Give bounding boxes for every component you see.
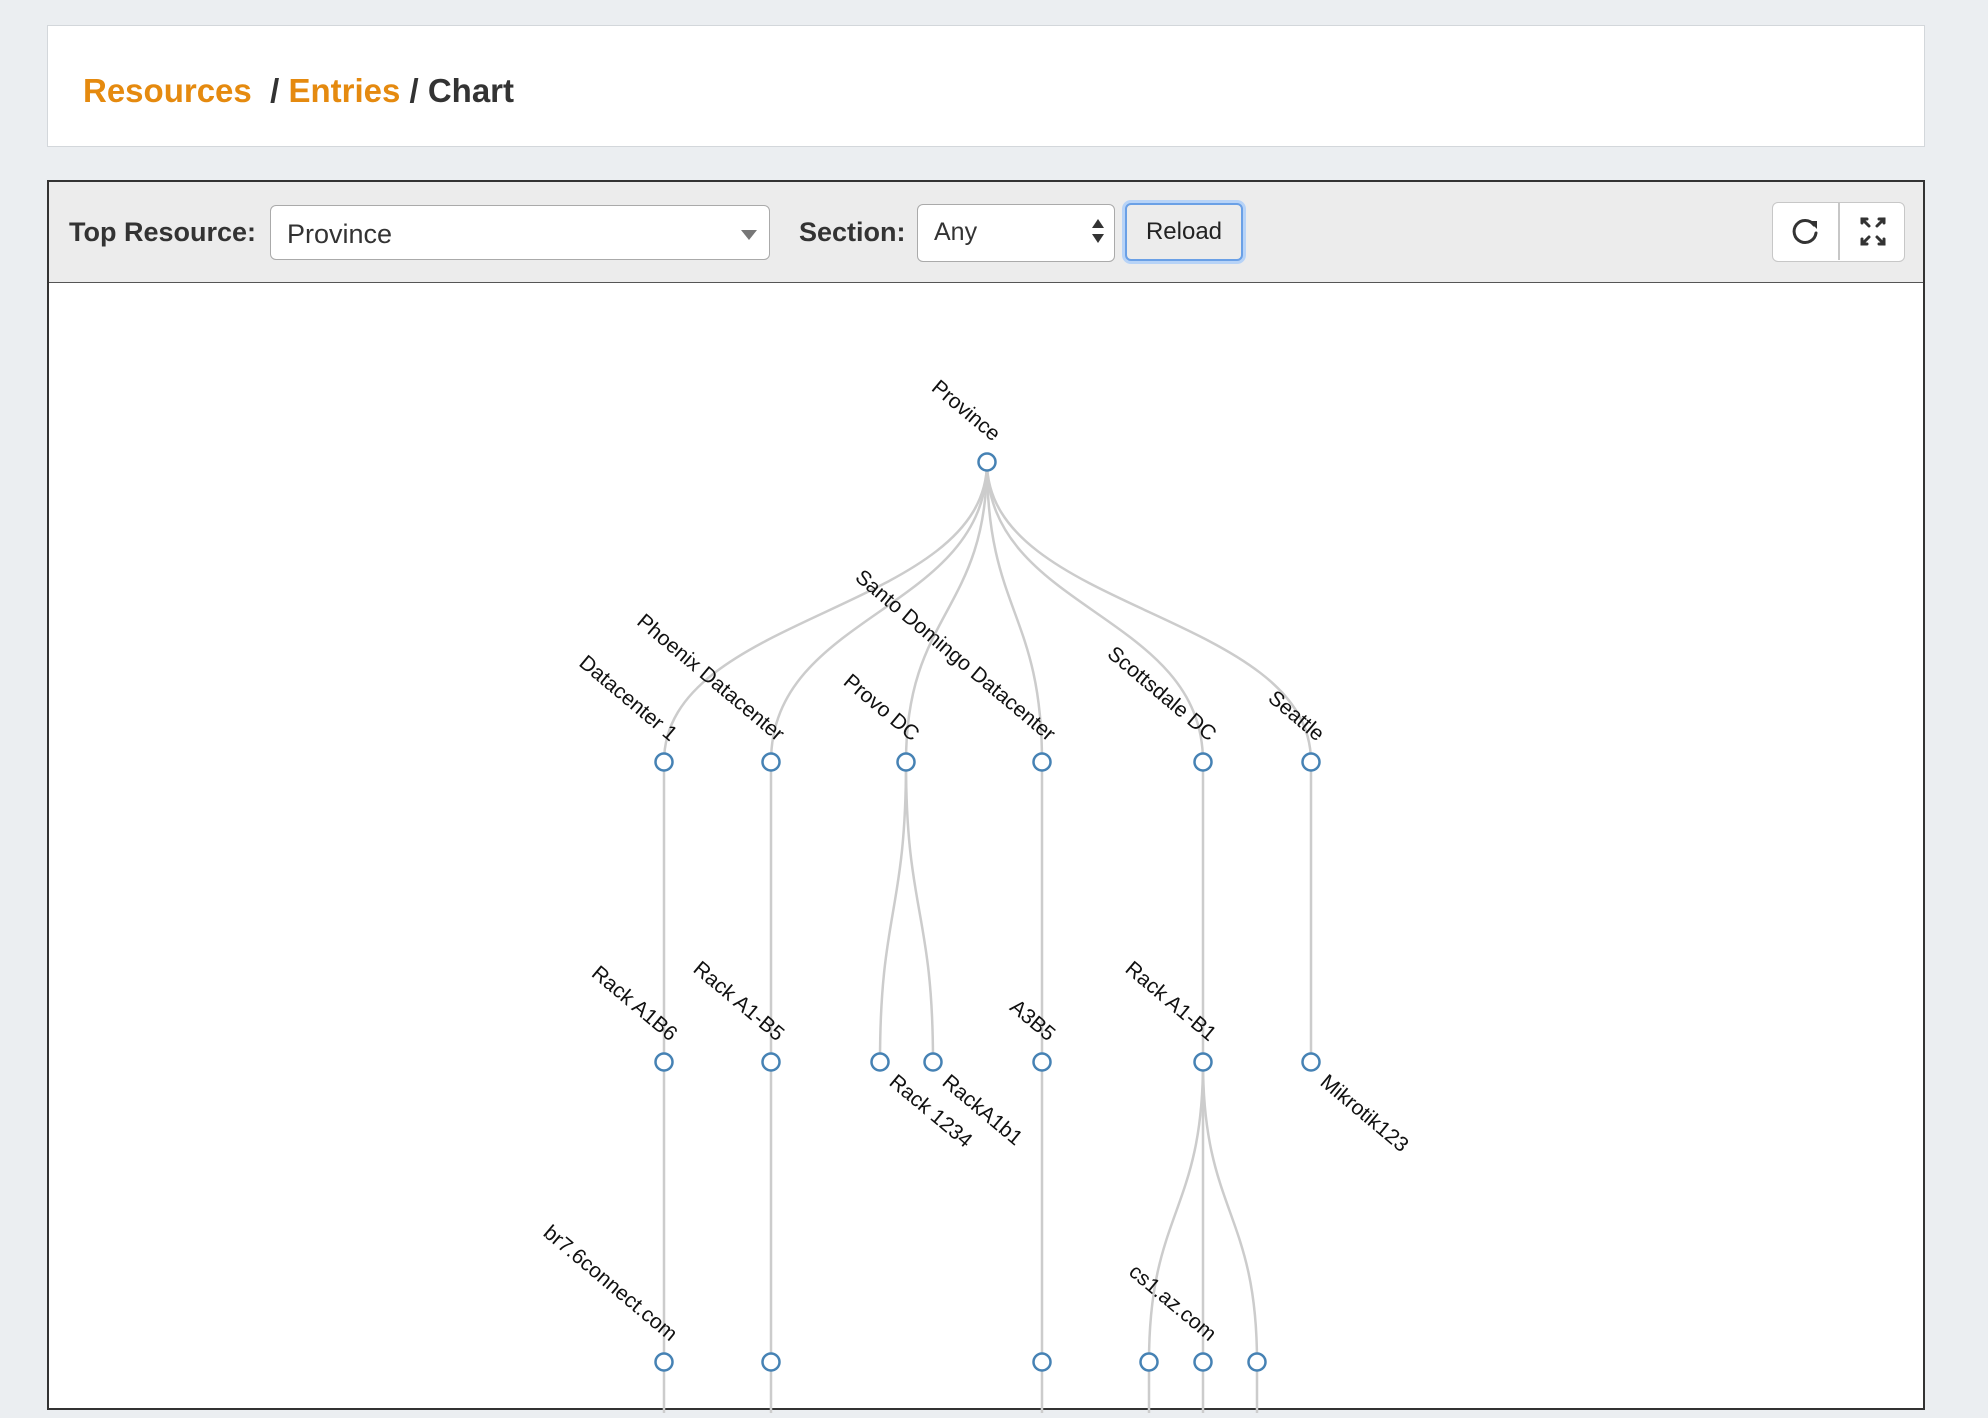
tree-edge	[904, 461, 989, 763]
tree-edge	[1201, 1061, 1259, 1363]
tree-edge	[769, 461, 989, 763]
tree-edge	[904, 761, 935, 1063]
breadcrumb-separator	[252, 72, 261, 109]
breadcrumb-separator: /	[260, 72, 289, 109]
tree-node[interactable]	[1301, 1052, 1321, 1072]
section-value: Any	[934, 218, 978, 246]
tree-node-label: A3B5	[1005, 995, 1059, 1046]
updown-arrows-icon	[1092, 217, 1106, 247]
refresh-button[interactable]	[1773, 203, 1839, 260]
tree-node-label: Seattle	[1264, 686, 1329, 746]
tree-edge	[985, 461, 1313, 763]
chart-toolbar: Top Resource: Province Section: Any Relo…	[49, 182, 1923, 283]
chart-panel: Top Resource: Province Section: Any Relo…	[47, 180, 1925, 1413]
section-select[interactable]: Any	[917, 204, 1115, 262]
tree-node-label: Rack A1B6	[587, 961, 681, 1045]
breadcrumb-separator: /	[400, 72, 428, 109]
tree-node-label: Rack A1-B1	[1121, 957, 1221, 1046]
tree-node[interactable]	[1139, 1352, 1159, 1372]
tree-node[interactable]	[1032, 1352, 1052, 1372]
tree-node-root[interactable]	[977, 452, 997, 472]
breadcrumb: Resources / Entries / Chart	[83, 72, 514, 110]
top-resource-label: Top Resource:	[69, 217, 257, 247]
tree-node[interactable]	[654, 1352, 674, 1372]
tree-node[interactable]	[1193, 1352, 1213, 1372]
tree-node[interactable]	[761, 1052, 781, 1072]
tree-edge	[985, 461, 1044, 763]
chart-action-buttons	[1772, 202, 1905, 262]
tree-node[interactable]	[761, 752, 781, 772]
reload-button[interactable]: Reload	[1125, 203, 1243, 261]
tree-edge	[878, 761, 908, 1063]
tree-edge	[1147, 1061, 1205, 1363]
tree-node[interactable]	[870, 1052, 890, 1072]
tree-edge	[662, 461, 989, 763]
top-resource-select[interactable]: Province	[270, 205, 770, 260]
tree-node[interactable]	[1193, 752, 1213, 772]
tree-node-label: Province	[927, 376, 1004, 446]
tree-node-label: Mikrotik123	[1316, 1070, 1413, 1157]
fullscreen-button[interactable]	[1840, 203, 1906, 260]
tree-edge	[985, 461, 1205, 763]
breadcrumb-entries-link[interactable]: Entries	[288, 72, 401, 109]
breadcrumb-resources-link[interactable]: Resources	[83, 72, 252, 109]
tree-node-label: Rack A1-B5	[689, 957, 789, 1046]
tree-node[interactable]	[1032, 752, 1052, 772]
tree-node[interactable]	[654, 1052, 674, 1072]
tree-node[interactable]	[923, 1052, 943, 1072]
tree-node[interactable]	[896, 752, 916, 772]
tree-node[interactable]	[654, 752, 674, 772]
tree-node-label: cs1.az.com	[1124, 1260, 1220, 1346]
tree-node[interactable]	[1193, 1052, 1213, 1072]
tree-node[interactable]	[1301, 752, 1321, 772]
tree-node[interactable]	[1032, 1052, 1052, 1072]
tree-node-label: Datacenter 1	[575, 651, 682, 746]
tree-node-label: Scottsdale DC	[1103, 642, 1221, 746]
section-label: Section:	[799, 217, 906, 247]
fullscreen-icon	[1860, 217, 1886, 246]
header-panel: Resources / Entries / Chart	[47, 25, 1925, 147]
chevron-down-icon	[741, 230, 757, 240]
tree-node[interactable]	[761, 1352, 781, 1372]
refresh-icon	[1792, 218, 1818, 244]
tree-node[interactable]	[1247, 1352, 1267, 1372]
button-divider	[1838, 203, 1840, 260]
top-resource-value: Province	[287, 219, 393, 249]
tree-node-label: br7.6connect.com	[539, 1221, 682, 1346]
breadcrumb-current: Chart	[427, 72, 515, 109]
